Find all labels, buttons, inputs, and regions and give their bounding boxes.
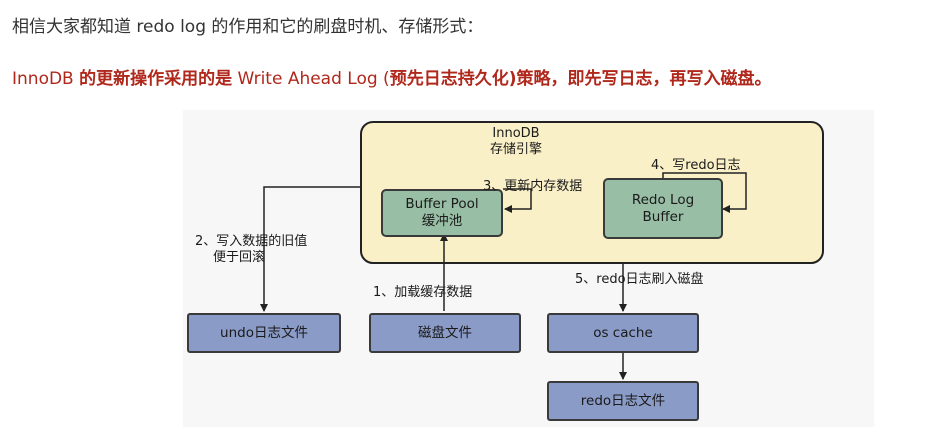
step-1-label: 1、加载缓存数据	[373, 285, 473, 300]
highlight-part-2: 的更新操作采用的是	[79, 69, 233, 89]
engine-title: InnoDB 存储引擎	[471, 126, 561, 158]
highlight-part-1: InnoDB	[12, 69, 80, 89]
buffer-pool-box: Buffer Pool 缓冲池	[381, 189, 503, 237]
redo-log-file-box: redo日志文件	[547, 381, 699, 421]
undo-log-file-box: undo日志文件	[187, 313, 341, 353]
arrow-write-redo	[662, 172, 747, 213]
os-cache-label: os cache	[593, 324, 653, 341]
redo-file-label: redo日志文件	[580, 392, 666, 409]
step-2-label: 2、写入数据的旧值 便于回滚	[195, 234, 307, 266]
undo-file-label: undo日志文件	[220, 324, 308, 341]
disk-file-label: 磁盘文件	[418, 324, 472, 341]
redo-log-buffer-box: Redo Log Buffer	[603, 178, 723, 239]
os-cache-box: os cache	[547, 313, 699, 353]
redo-buffer-label-1: Redo Log	[631, 191, 695, 208]
disk-file-box: 磁盘文件	[369, 313, 521, 353]
redo-buffer-label-2: Buffer	[642, 208, 684, 225]
step-2-line1: 2、写入数据的旧值	[195, 234, 308, 249]
highlight-part-3: Write Ahead Log (	[232, 69, 390, 89]
highlight-text: InnoDB 的更新操作采用的是 Write Ahead Log (预先日志持久…	[12, 64, 771, 89]
arrow-write-old-value	[260, 186, 361, 312]
arrow-update-memory	[503, 188, 532, 213]
step-4-label: 4、写redo日志	[651, 158, 741, 173]
engine-title-line2: 存储引擎	[489, 142, 542, 157]
buffer-pool-label-1: Buffer Pool	[405, 196, 479, 212]
step-2-line2: 便于回滚	[213, 250, 266, 265]
engine-title-line1: InnoDB	[492, 126, 540, 141]
intro-text: 相信大家都知道 redo log 的作用和它的刷盘时机、存储形式：	[12, 17, 484, 37]
highlight-part-4: 预先日志持久化	[389, 69, 509, 89]
step-3-label: 3、更新内存数据	[483, 179, 583, 194]
step-5-label: 5、redo日志刷入磁盘	[575, 272, 704, 287]
highlight-part-5: )策略，即先写日志，再写入磁盘。	[508, 69, 772, 89]
redo-log-diagram: InnoDB 存储引擎 Buffer Pool 缓冲池 Redo Log Buf…	[183, 110, 874, 427]
buffer-pool-label-2: 缓冲池	[421, 213, 463, 229]
